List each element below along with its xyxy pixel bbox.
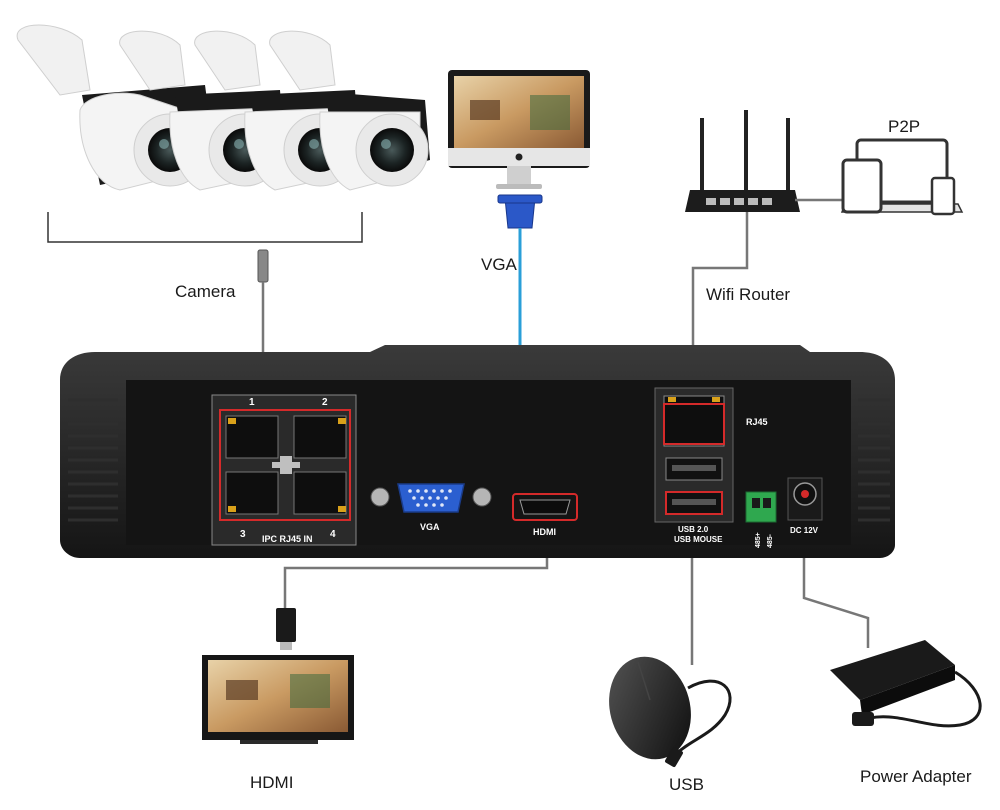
dc12v-label: DC 12V bbox=[790, 526, 819, 535]
hdmi-label: HDMI bbox=[250, 773, 293, 792]
usb-mouse bbox=[609, 656, 732, 768]
hdmi-tv bbox=[202, 655, 354, 744]
ipc-rj45-port-block bbox=[211, 394, 357, 546]
vga-port bbox=[370, 483, 492, 513]
rs485-plus-label: 485+ bbox=[755, 532, 762, 548]
vga-port-label: VGA bbox=[420, 522, 440, 532]
vga-label: VGA bbox=[481, 255, 518, 274]
smartphone bbox=[930, 176, 956, 216]
power-adapter-label: Power Adapter bbox=[860, 767, 972, 786]
nvr-device bbox=[60, 345, 895, 558]
p2p-devices bbox=[840, 138, 964, 216]
wifi-router-label: Wifi Router bbox=[706, 285, 790, 304]
port-number-4: 4 bbox=[330, 529, 336, 540]
hdmi-port-label: HDMI bbox=[533, 527, 556, 537]
bullet-camera-4 bbox=[269, 30, 430, 191]
tablet bbox=[841, 158, 883, 214]
power-adapter bbox=[830, 640, 982, 728]
dc-power-jack bbox=[787, 477, 823, 521]
rj45-port-label: RJ45 bbox=[746, 417, 768, 427]
camera-rj45-plug bbox=[257, 249, 269, 283]
camera-label: Camera bbox=[175, 282, 236, 301]
usb-mouse-label: USB MOUSE bbox=[674, 535, 723, 544]
cameras-group: Camera bbox=[16, 24, 430, 301]
vga-monitor bbox=[448, 70, 590, 189]
port-number-3: 3 bbox=[240, 529, 246, 540]
rs485-terminal bbox=[745, 491, 777, 523]
wifi-router bbox=[685, 110, 800, 212]
ipc-rj45-in-label: IPC RJ45 IN bbox=[262, 534, 313, 544]
hdmi-plug bbox=[276, 608, 296, 650]
port-number-2: 2 bbox=[322, 397, 328, 408]
rj45-usb-stack bbox=[654, 387, 734, 523]
vga-connector bbox=[497, 194, 543, 229]
usb-label: USB bbox=[669, 775, 704, 794]
camera-bracket bbox=[47, 212, 363, 243]
p2p-label: P2P bbox=[888, 117, 920, 136]
port-number-1: 1 bbox=[249, 397, 255, 408]
hdmi-port bbox=[512, 493, 578, 521]
usb20-label: USB 2.0 bbox=[678, 525, 709, 534]
power-cable bbox=[802, 540, 870, 648]
rs485-minus-label: 485- bbox=[767, 533, 774, 548]
apple-logo-icon bbox=[515, 153, 523, 161]
